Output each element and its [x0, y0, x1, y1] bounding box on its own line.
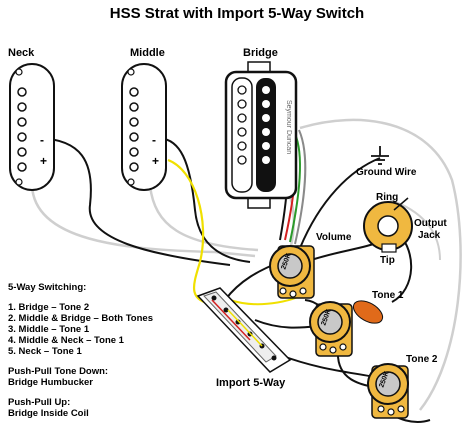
ground-symbol — [371, 146, 389, 165]
middle-black-wire — [159, 137, 251, 263]
neck-black-wire — [39, 137, 231, 266]
neck-minus-label: - — [40, 133, 44, 147]
title: HSS Strat with Import 5-Way Switch — [110, 5, 364, 22]
tip-label: Tip — [380, 255, 395, 266]
bridge-humbucker — [224, 61, 298, 209]
switch-to-tone1-wire — [254, 319, 319, 329]
ground-wire — [299, 157, 381, 249]
ring-label: Ring — [376, 192, 398, 203]
neck-plus-label: + — [40, 154, 47, 168]
middle-label: Middle — [130, 47, 165, 59]
push-pull-down-value: Bridge Humbucker — [8, 377, 93, 388]
tone2-label: Tone 2 — [406, 354, 438, 365]
middle-plus-label: + — [152, 154, 159, 168]
volume-label: Volume — [316, 232, 352, 243]
ground-loop-white-wire — [299, 118, 462, 411]
tone1-label: Tone 1 — [372, 290, 404, 301]
middle-white-wire — [148, 185, 259, 252]
push-pull-up-value: Bridge Inside Coil — [8, 408, 89, 419]
output-label: Output — [414, 218, 447, 229]
humbucker-brand: Seymour Duncan — [285, 100, 292, 154]
middle-minus-label: - — [152, 133, 156, 147]
tone1-capacitor — [352, 300, 384, 324]
switching-item-3: 3. Middle – Tone 1 — [8, 324, 90, 335]
tone2-pot[interactable] — [367, 363, 409, 419]
ground-wire-label: Ground Wire — [356, 167, 417, 178]
volume-pot[interactable] — [269, 245, 315, 299]
middle-pickup — [121, 63, 167, 191]
neck-label: Neck — [8, 47, 35, 59]
humbucker-gray-lead — [294, 129, 307, 245]
middle-yellow-wire — [167, 158, 216, 307]
push-pull-down-heading: Push-Pull Tone Down: — [8, 366, 108, 377]
switching-item-1: 1. Bridge – Tone 2 — [8, 302, 89, 313]
switching-item-5: 5. Neck – Tone 1 — [8, 346, 82, 357]
switch-to-tone2-wire — [279, 354, 381, 379]
output-jack[interactable] — [363, 197, 413, 253]
jack-ring-wire — [389, 199, 441, 261]
switching-item-4: 4. Middle & Neck – Tone 1 — [8, 335, 125, 346]
switching-item-2: 2. Middle & Bridge – Both Tones — [8, 313, 153, 324]
switch-label: Import 5-Way — [216, 377, 286, 389]
neck-white-wire — [30, 185, 256, 258]
neck-pickup — [9, 63, 55, 191]
five-way-switch[interactable] — [196, 287, 292, 373]
jack-label: Jack — [418, 230, 441, 241]
switching-heading: 5-Way Switching: — [8, 282, 86, 293]
bridge-label: Bridge — [243, 47, 278, 59]
tone1-pot[interactable] — [309, 301, 353, 357]
push-pull-up-heading: Push-Pull Up: — [8, 397, 70, 408]
